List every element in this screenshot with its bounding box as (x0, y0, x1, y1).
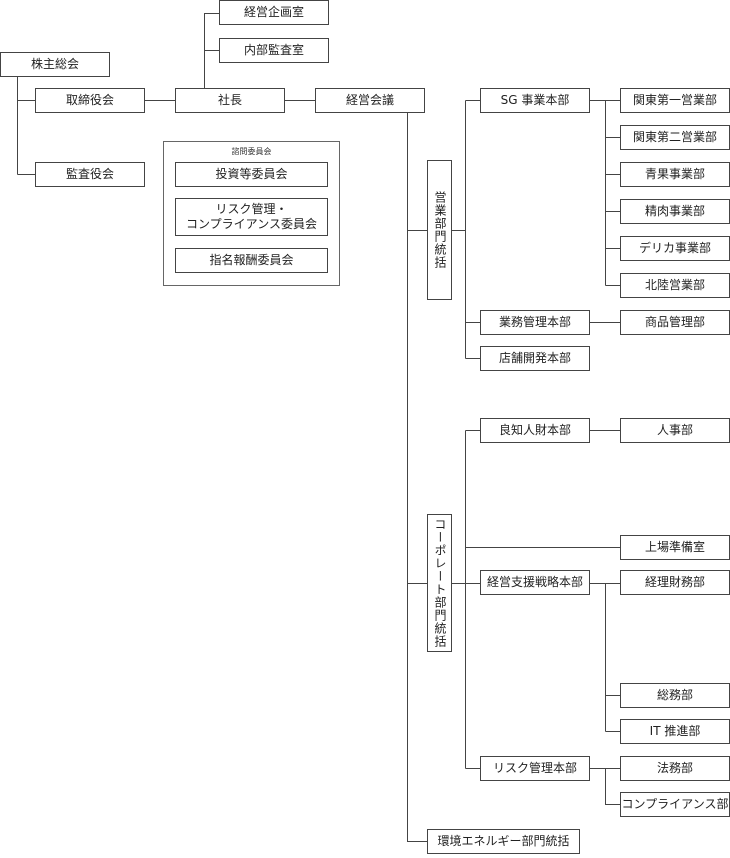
planning-box: 経営企画室 (219, 0, 329, 25)
dept-box: コンプライアンス部 (620, 792, 730, 817)
internal-audit-box: 内部監査室 (219, 38, 329, 63)
dept-box: デリカ事業部 (620, 236, 730, 261)
shareholders-meeting-box: 株主総会 (0, 52, 110, 77)
committee-box: 投資等委員会 (175, 162, 328, 187)
dept-box: IT 推進部 (620, 719, 730, 744)
hr-hq-box: 良知人財本部 (480, 418, 590, 443)
dept-box: 精肉事業部 (620, 199, 730, 224)
dept-box: 総務部 (620, 683, 730, 708)
sg-hq-box: SG 事業本部 (480, 88, 590, 113)
committee-box: 指名報酬委員会 (175, 248, 328, 273)
committee-box: リスク管理・ コンプライアンス委員会 (175, 198, 328, 236)
dept-box: 関東第二営業部 (620, 125, 730, 150)
dept-box: 青果事業部 (620, 162, 730, 187)
dept-box: 人事部 (620, 418, 730, 443)
risk-hq-box: リスク管理本部 (480, 756, 590, 781)
dept-box: 北陸営業部 (620, 273, 730, 298)
management-meeting-box: 経営会議 (315, 88, 425, 113)
advisory-title: 諮問委員会 (231, 147, 272, 156)
sales-division-box: 営業部門統括 (427, 160, 452, 300)
dept-box: 経理財務部 (620, 570, 730, 595)
dept-box: 関東第一営業部 (620, 88, 730, 113)
auditors-box: 監査役会 (35, 162, 145, 187)
board-box: 取締役会 (35, 88, 145, 113)
store-dev-hq-box: 店舗開発本部 (480, 346, 590, 371)
ipo-prep-box: 上場準備室 (620, 535, 730, 560)
ops-hq-box: 業務管理本部 (480, 310, 590, 335)
energy-division-box: 環境エネルギー部門統括 (427, 829, 580, 854)
strategy-hq-box: 経営支援戦略本部 (480, 570, 590, 595)
dept-box: 商品管理部 (620, 310, 730, 335)
president-box: 社長 (175, 88, 285, 113)
corporate-division-box: コーポレート部門統括 (427, 514, 452, 652)
dept-box: 法務部 (620, 756, 730, 781)
